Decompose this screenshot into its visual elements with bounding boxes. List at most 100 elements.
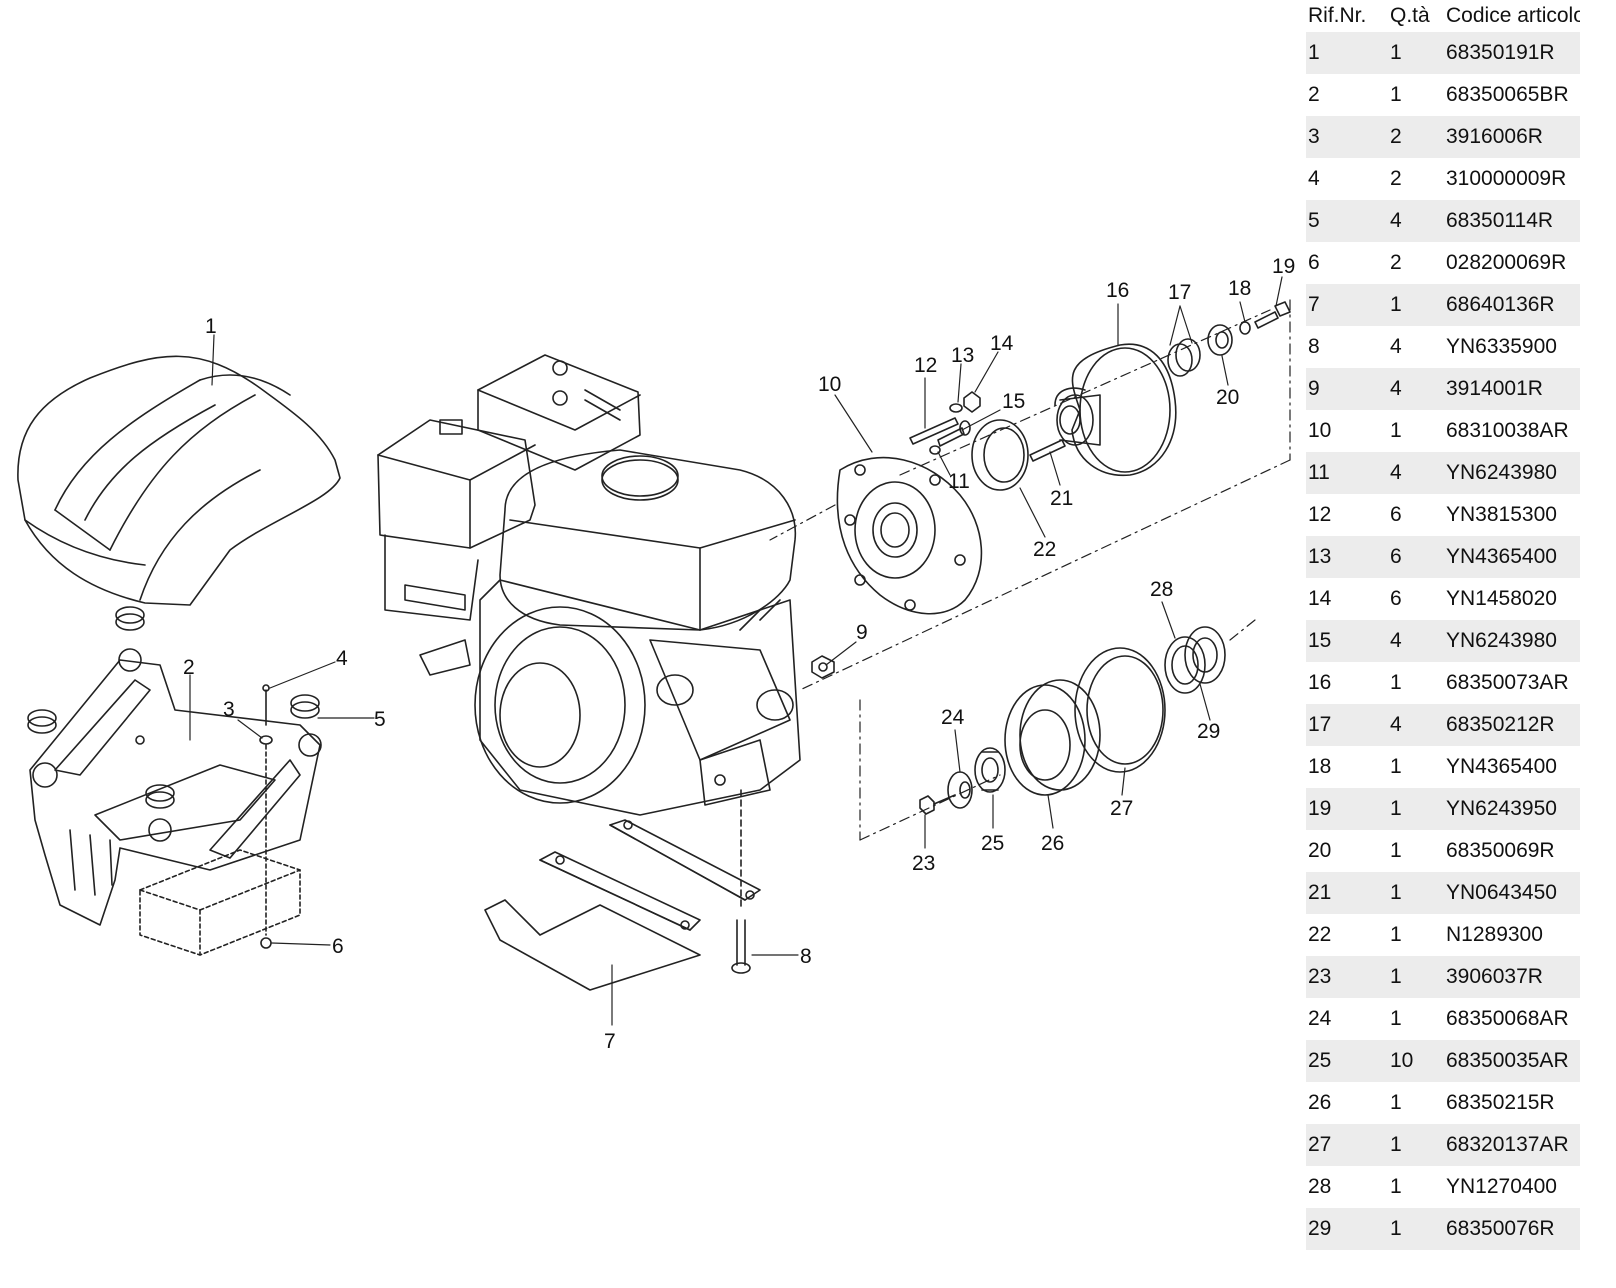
- cell-qty: 4: [1390, 209, 1402, 232]
- callout-18: 18: [1228, 277, 1251, 300]
- cell-code: N1289300: [1446, 923, 1543, 946]
- cell-qty: 4: [1390, 629, 1402, 652]
- bolt-8: [731, 789, 751, 974]
- cell-ref: 19: [1308, 797, 1332, 820]
- cell-ref: 2: [1308, 83, 1320, 106]
- cell-code: 3916006R: [1446, 125, 1543, 148]
- cell-qty: 1: [1390, 1133, 1402, 1156]
- cell-code: 68310038AR: [1446, 419, 1569, 442]
- fasteners-11-15: [909, 391, 981, 455]
- alignment-dashes: [769, 299, 1291, 841]
- table-row: 2 1 68350065BR: [1306, 74, 1580, 116]
- cell-ref: 18: [1308, 755, 1332, 778]
- callout-28: 28: [1150, 578, 1173, 601]
- callout-11: 11: [948, 470, 970, 493]
- callout-8: 8: [800, 945, 812, 968]
- callout-9: 9: [856, 621, 868, 644]
- cell-code: 68320137AR: [1446, 1133, 1569, 1156]
- cover-shell: [17, 355, 341, 606]
- callout-29: 29: [1197, 720, 1220, 743]
- cell-qty: 1: [1390, 293, 1402, 316]
- cell-code: 68350191R: [1446, 41, 1555, 64]
- cell-ref: 15: [1308, 629, 1332, 652]
- cell-code: YN0643450: [1446, 881, 1557, 904]
- cell-code: 68350035AR: [1446, 1049, 1569, 1072]
- cell-code: YN3815300: [1446, 503, 1557, 526]
- cell-code: 3906037R: [1446, 965, 1543, 988]
- callout-5: 5: [374, 708, 386, 731]
- table-row: 10 1 68310038AR: [1306, 410, 1580, 452]
- cell-code: YN1270400: [1446, 1175, 1557, 1198]
- header-qty: Q.tà: [1390, 4, 1430, 27]
- cell-ref: 25: [1308, 1049, 1332, 1072]
- cell-qty: 1: [1390, 419, 1402, 442]
- callout-12: 12: [914, 354, 937, 377]
- cell-code: 68350065BR: [1446, 83, 1569, 106]
- cell-ref: 4: [1308, 167, 1320, 190]
- cell-ref: 27: [1308, 1133, 1332, 1156]
- cell-ref: 21: [1308, 881, 1332, 904]
- cell-code: YN4365400: [1446, 755, 1557, 778]
- engine-base-plate: [484, 819, 761, 991]
- callout-21: 21: [1050, 487, 1073, 510]
- cell-ref: 3: [1308, 125, 1320, 148]
- engine: [377, 354, 801, 816]
- cell-ref: 16: [1308, 671, 1332, 694]
- cell-qty: 1: [1390, 755, 1402, 778]
- callout-26: 26: [1041, 832, 1064, 855]
- cell-ref: 13: [1308, 545, 1332, 568]
- callout-27: 27: [1110, 797, 1133, 820]
- callout-3: 3: [223, 698, 235, 721]
- callout-19: 19: [1272, 255, 1295, 278]
- cell-ref: 10: [1308, 419, 1332, 442]
- cell-code: 68350114R: [1446, 209, 1554, 232]
- callout-15: 15: [1002, 390, 1025, 413]
- cell-ref: 26: [1308, 1091, 1332, 1114]
- callout-7: 7: [604, 1030, 616, 1053]
- cell-qty: 1: [1390, 83, 1402, 106]
- lower-assembly: [919, 626, 1226, 815]
- cell-ref: 6: [1308, 251, 1320, 274]
- callout-10: 10: [818, 373, 841, 396]
- table-row: 18 1 YN4365400: [1306, 746, 1580, 788]
- cell-code: YN4365400: [1446, 545, 1557, 568]
- callout-16: 16: [1106, 279, 1129, 302]
- flange-plate: [836, 456, 983, 615]
- cell-code: 68350212R: [1446, 713, 1555, 736]
- callout-14: 14: [990, 332, 1014, 355]
- cell-qty: 1: [1390, 839, 1402, 862]
- callout-25: 25: [981, 832, 1004, 855]
- cell-ref: 1: [1308, 41, 1320, 64]
- cell-qty: 4: [1390, 713, 1402, 736]
- cell-code: 68350073AR: [1446, 671, 1569, 694]
- cell-ref: 12: [1308, 503, 1332, 526]
- clutch-drum-16: [1054, 343, 1177, 477]
- cell-ref: 24: [1308, 1007, 1332, 1030]
- nut-6: [260, 937, 272, 949]
- cell-qty: 4: [1390, 335, 1402, 358]
- base-bracket: [27, 606, 322, 926]
- cell-code: 68350076R: [1446, 1217, 1555, 1240]
- cell-qty: 6: [1390, 545, 1402, 568]
- cell-code: 028200069R: [1446, 251, 1567, 274]
- cell-ref: 29: [1308, 1217, 1332, 1240]
- callout-13: 13: [951, 344, 974, 367]
- callout-23: 23: [912, 852, 935, 875]
- callout-17: 17: [1168, 281, 1191, 304]
